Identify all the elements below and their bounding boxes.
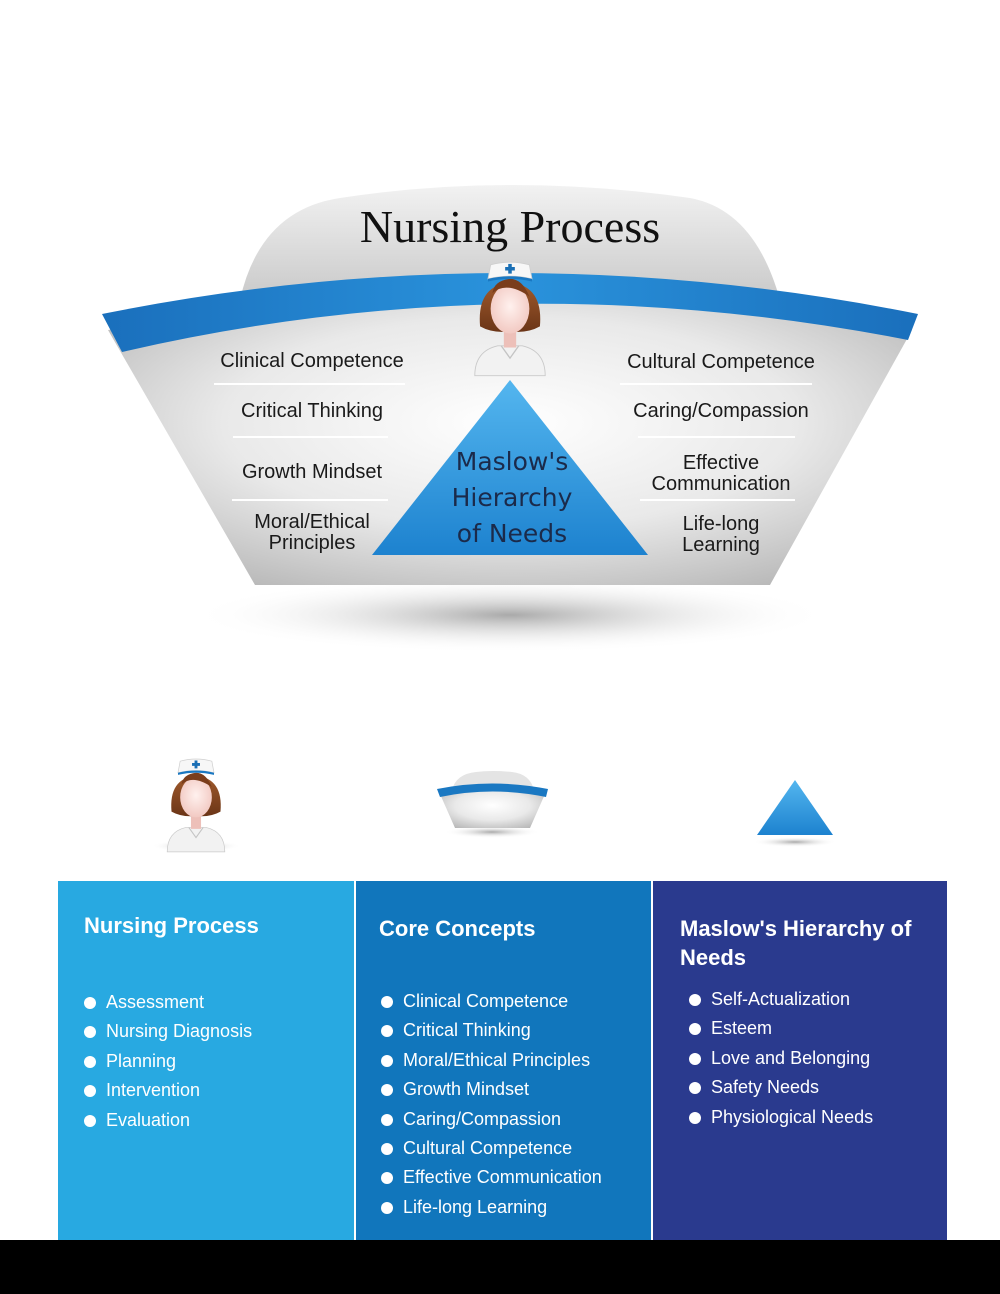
- list-item: Caring/Compassion: [380, 1105, 651, 1134]
- list-item: Critical Thinking: [380, 1016, 651, 1045]
- list-item: Growth Mindset: [380, 1075, 651, 1104]
- list-item: Clinical Competence: [380, 987, 651, 1016]
- concept-label: Effective: [683, 452, 759, 474]
- nurse-small-icon: [166, 758, 226, 853]
- list-item: Physiological Needs: [688, 1103, 947, 1132]
- panel-title: Maslow's Hierarchy of Needs: [680, 916, 912, 970]
- concept-label: Clinical Competence: [220, 350, 403, 372]
- diagram-title: Nursing Process: [360, 201, 660, 252]
- concept-label: Learning: [682, 534, 760, 556]
- list-item: Effective Communication: [380, 1163, 651, 1192]
- concept-label: Growth Mindset: [242, 461, 382, 483]
- nurse-cap-icon: [437, 771, 548, 828]
- list-item: Esteem: [688, 1014, 947, 1043]
- list-item: Cultural Competence: [380, 1134, 651, 1163]
- right-concept-list: Cultural CompetenceCaring/CompassionEffe…: [620, 351, 815, 556]
- cap-blue-band: [102, 273, 918, 352]
- nurse-cap-icon-shadow: [444, 826, 540, 838]
- cap-back: [240, 185, 780, 300]
- pyramid-label-line: Maslow's: [456, 447, 569, 476]
- list-item: Planning: [83, 1047, 354, 1076]
- concept-label: Moral/Ethical: [254, 511, 370, 533]
- pyramid-icon: [757, 780, 833, 835]
- list-item: Nursing Diagnosis: [83, 1017, 354, 1046]
- concept-label: Critical Thinking: [241, 400, 383, 422]
- pyramid-label-line: of Needs: [457, 519, 567, 548]
- bottom-bar: [0, 1240, 1000, 1294]
- list-item: Safety Needs: [688, 1073, 947, 1102]
- maslow-pyramid: [372, 380, 648, 555]
- cap-shadow: [190, 577, 830, 653]
- pyramid-icon-shadow: [753, 837, 837, 847]
- list-item: Intervention: [83, 1076, 354, 1105]
- concept-label: Cultural Competence: [627, 351, 815, 373]
- list-item: Self-Actualization: [688, 985, 947, 1014]
- nursing-cap-diagram: Nursing Process Clinical CompetenceCriti…: [102, 185, 918, 853]
- concept-label: Principles: [269, 532, 356, 554]
- list-item: Assessment: [83, 988, 354, 1017]
- panel-title: Core Concepts: [379, 916, 536, 941]
- panel-maslow-hierarchy: Maslow's Hierarchy of Needs Self-Actuali…: [653, 881, 947, 1240]
- concept-label: Life-long: [683, 513, 760, 535]
- panel-title: Nursing Process: [84, 913, 259, 938]
- concept-label: Caring/Compassion: [633, 400, 809, 422]
- list-item: Life-long Learning: [380, 1193, 651, 1222]
- pyramid-label-line: Hierarchy: [452, 483, 573, 512]
- list-item: Evaluation: [83, 1106, 354, 1135]
- concept-label: Communication: [652, 473, 791, 495]
- list-item: Love and Belonging: [688, 1044, 947, 1073]
- list-item: Moral/Ethical Principles: [380, 1046, 651, 1075]
